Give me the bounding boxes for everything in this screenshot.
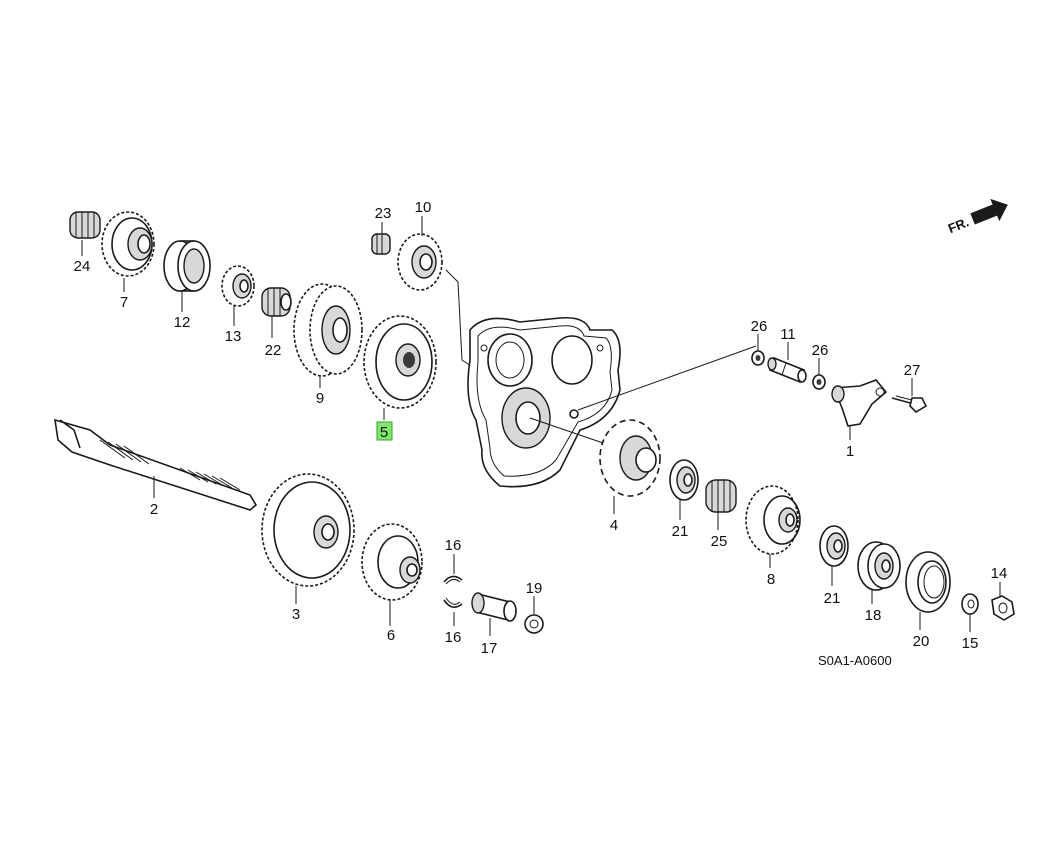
label-17: 17 (481, 640, 498, 657)
label-14: 14 (991, 565, 1008, 582)
part-11-leader-line (577, 345, 757, 411)
label-2: 2 (150, 501, 158, 518)
label-16-lower: 16 (445, 629, 462, 646)
label-6: 6 (387, 627, 395, 644)
part-23-needle-bearing[interactable] (371, 233, 391, 255)
label-20: 20 (913, 633, 930, 650)
part-9-gear[interactable] (293, 283, 363, 377)
part-25-needle-bearing[interactable] (705, 479, 737, 513)
label-7: 7 (120, 294, 128, 311)
label-1: 1 (846, 443, 854, 460)
label-23: 23 (375, 205, 392, 222)
label-11: 11 (780, 326, 796, 343)
label-27: 27 (904, 362, 921, 379)
part-5-gear[interactable] (363, 315, 437, 409)
part-15-washer[interactable] (961, 593, 979, 615)
label-4: 4 (610, 517, 618, 534)
part-17-collar[interactable] (471, 592, 517, 622)
label-18: 18 (865, 607, 882, 624)
label-19: 19 (526, 580, 543, 597)
part-21-race-lower[interactable] (819, 525, 849, 567)
part-24-needle-bearing[interactable] (69, 211, 101, 239)
front-indicator-text: FR. (946, 214, 971, 236)
transmission-housing (467, 316, 621, 488)
part-2-shaft[interactable] (54, 418, 258, 511)
part-26-o-ring-right[interactable] (812, 374, 826, 390)
label-21-upper: 21 (672, 523, 689, 540)
label-22: 22 (265, 342, 282, 359)
part-11-shaft[interactable] (767, 356, 807, 384)
part-27-bolt[interactable] (891, 395, 928, 414)
label-26-left: 26 (751, 318, 768, 335)
part-16-cotter-lower[interactable] (443, 597, 463, 608)
diagram-reference-code: S0A1-A0600 (818, 653, 892, 668)
part-21-race-upper[interactable] (669, 459, 699, 501)
part-1-holder[interactable] (831, 379, 888, 427)
part-22-needle-bearing[interactable] (261, 287, 292, 317)
label-3: 3 (292, 606, 300, 623)
part-19-washer[interactable] (524, 614, 544, 634)
part-4-leader-line (529, 417, 607, 445)
part-12-sleeve[interactable] (163, 240, 211, 292)
label-16-upper: 16 (445, 537, 462, 554)
part-7-gear[interactable] (101, 211, 155, 277)
label-5-highlighted[interactable]: 5 (380, 424, 388, 441)
label-9: 9 (316, 390, 324, 407)
part-8-gear[interactable] (745, 485, 801, 555)
label-25: 25 (711, 533, 728, 550)
label-15: 15 (962, 635, 979, 652)
label-12: 12 (174, 314, 191, 331)
front-direction-arrow: FR. (946, 198, 1008, 236)
part-6-gear[interactable] (361, 523, 423, 601)
part-16-cotter-upper[interactable] (443, 575, 463, 585)
part-3-gear[interactable] (261, 473, 355, 587)
part-labels: 24 7 12 13 22 9 5 23 10 2 3 6 16 16 17 1… (74, 199, 1008, 657)
label-21-lower: 21 (824, 590, 841, 607)
part-20-oil-seal[interactable] (905, 551, 951, 613)
label-8: 8 (767, 571, 775, 588)
label-24: 24 (74, 258, 91, 275)
label-13: 13 (225, 328, 242, 345)
highlight-box (376, 421, 393, 441)
label-26-right: 26 (812, 342, 829, 359)
label-10: 10 (415, 199, 432, 216)
part-4-flange[interactable] (599, 419, 661, 497)
part-10-gear[interactable] (397, 233, 443, 291)
part-18-ball-bearing[interactable] (857, 541, 901, 591)
part-13-hub[interactable] (221, 265, 255, 307)
part-26-o-ring-left[interactable] (751, 350, 765, 366)
part-14-nut[interactable] (991, 595, 1015, 621)
